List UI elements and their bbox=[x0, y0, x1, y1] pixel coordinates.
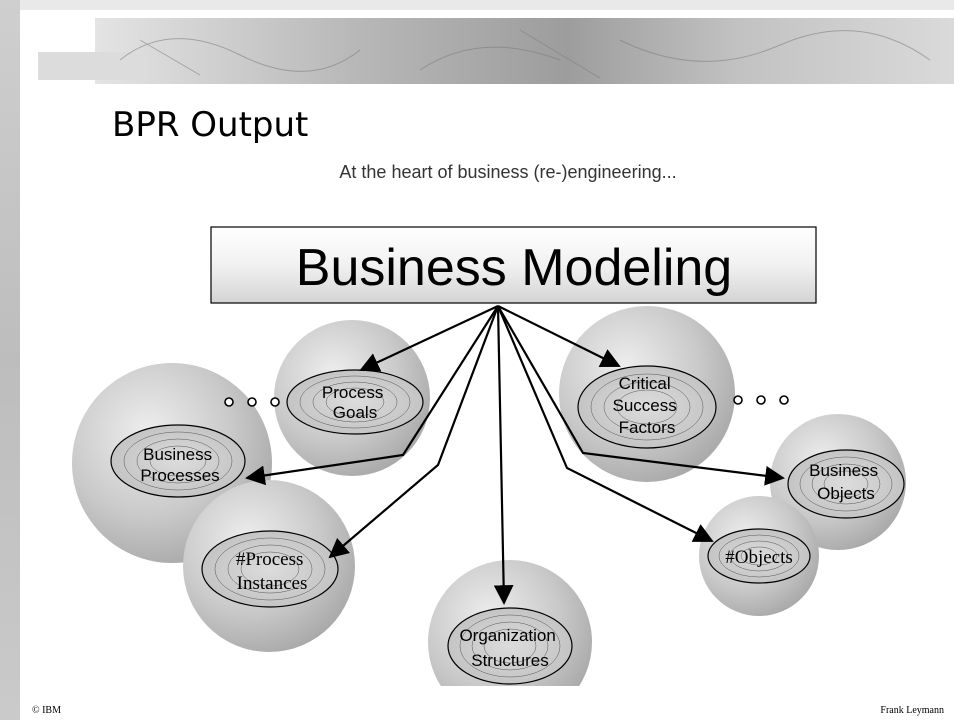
node-label-business-objects: Business Objects bbox=[809, 461, 883, 503]
left-ellipsis-dots bbox=[224, 397, 280, 407]
arrow-to-process-instances bbox=[328, 305, 500, 559]
arrow-to-objects-count bbox=[496, 305, 714, 542]
arrow-to-organization-structures bbox=[493, 305, 514, 605]
slide-title: BPR Output bbox=[112, 105, 308, 145]
arrow-to-process-goals bbox=[359, 305, 499, 372]
node-label-critical-success-factors: Critical Success Factors bbox=[613, 374, 682, 437]
header-leaf-band bbox=[95, 18, 954, 84]
node-label-organization-structures: Organization Structures bbox=[459, 626, 560, 670]
slide-subtitle: At the heart of business (re-)engineerin… bbox=[339, 162, 676, 182]
left-texture-strip bbox=[0, 0, 20, 720]
oval-rings bbox=[110, 365, 905, 685]
footer-author: Frank Leymann bbox=[880, 705, 944, 716]
connector-arrows bbox=[245, 305, 785, 605]
right-ellipsis-dots bbox=[733, 395, 789, 405]
central-node-box bbox=[210, 226, 817, 304]
node-label-process-instances: #Process Instances bbox=[236, 549, 308, 594]
arrow-to-business-objects bbox=[497, 305, 785, 486]
node-label-business-processes: Business Processes bbox=[140, 445, 219, 485]
footer-copyright: © IBM bbox=[32, 705, 61, 716]
central-node-label: Business Modeling bbox=[296, 239, 732, 297]
node-label-process-goals: Process Goals bbox=[322, 383, 388, 422]
node-label-objects-count: #Objects bbox=[725, 547, 793, 568]
arrow-to-critical-success-factors bbox=[497, 305, 621, 367]
central-node: Business Modeling bbox=[210, 226, 817, 304]
arrow-to-business-processes bbox=[245, 305, 499, 486]
